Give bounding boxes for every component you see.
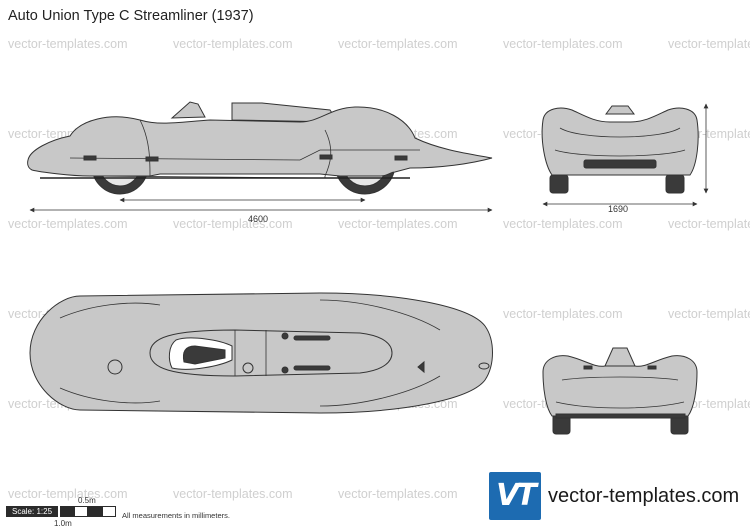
page-title: Auto Union Type C Streamliner (1937) <box>8 8 254 24</box>
watermark: vector-templates.com <box>503 307 623 321</box>
watermark: vector-templates.com <box>173 37 293 51</box>
dimension-lines-front <box>542 103 709 207</box>
watermark: vector-templates.com <box>338 217 458 231</box>
width-dimension: 1690 <box>608 204 629 214</box>
watermark-row: vector-templates.com vector-templates.co… <box>0 37 750 51</box>
watermark-row: vector-templates.com vector-templates.co… <box>0 487 750 501</box>
watermark: vector-templates.com <box>338 37 458 51</box>
front-view <box>541 105 699 194</box>
watermark: vector-templates.com <box>668 37 750 51</box>
watermark: vector-templates.com <box>8 37 128 51</box>
watermark: vector-templates.com <box>8 217 128 231</box>
site-name[interactable]: vector-templates.com <box>548 485 740 507</box>
watermark: vector-templates.com <box>503 37 623 51</box>
scale-half-meter: 0.5m <box>78 496 96 505</box>
vt-logo-mark: VT <box>496 478 537 513</box>
scale-bar <box>60 506 116 517</box>
top-view <box>29 292 493 414</box>
watermark: vector-templates.com <box>503 217 623 231</box>
measurement-note: All measurements in millimeters. <box>122 511 230 520</box>
watermark: vector-templates.com <box>668 217 750 231</box>
dimension-lines-side <box>29 197 493 213</box>
watermark: vector-templates.com <box>173 217 293 231</box>
scale-label: Scale: 1:25 <box>6 506 58 517</box>
watermark: vector-templates.com <box>8 487 128 501</box>
rear-view <box>542 347 698 435</box>
watermark-row: vector-templates.com vector-templates.co… <box>0 217 750 231</box>
vt-logo: VT <box>489 472 541 520</box>
watermark: vector-templates.com <box>173 487 293 501</box>
windscreen <box>170 101 206 119</box>
side-view <box>27 101 493 195</box>
length-dimension: 4600 <box>248 214 269 224</box>
watermark: vector-templates.com <box>668 307 750 321</box>
scale-one-meter: 1.0m <box>54 519 72 528</box>
watermark: vector-templates.com <box>338 487 458 501</box>
